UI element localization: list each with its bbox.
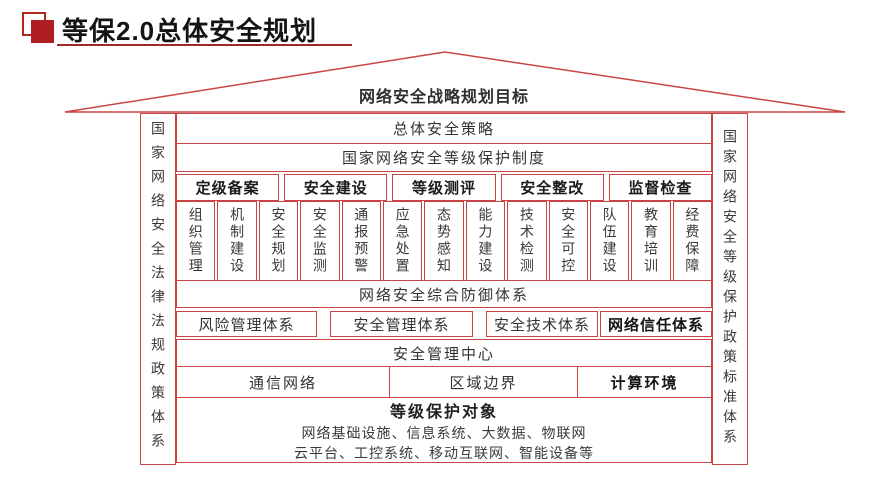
- right-wall-label: 国家网络安全等级保护政策标准体系: [722, 129, 738, 449]
- process-step-cell: 等级测评: [392, 174, 496, 201]
- capability-label: 能力建设: [477, 207, 494, 275]
- capability-label: 安全可控: [560, 207, 577, 275]
- matrix: 总体安全策略 国家网络安全等级保护制度 定级备案 安全建设 等级测评 安全整改 …: [176, 113, 713, 463]
- protected-objects-row: 等级保护对象 网络基础设施、信息系统、大数据、物联网 云平台、工控系统、移动互联…: [176, 397, 712, 463]
- capability-label: 机制建设: [229, 207, 246, 275]
- management-center-row: 安全管理中心: [176, 339, 712, 367]
- capability-cell: 态势感知: [424, 201, 464, 281]
- protection-system-row: 国家网络安全等级保护制度: [176, 143, 712, 172]
- capability-cell: 技术检测: [507, 201, 547, 281]
- capability-cell: 安全可控: [548, 201, 588, 281]
- protected-objects-line2: 云平台、工控系统、移动互联网、智能设备等: [294, 444, 594, 461]
- subsystem-cell: 网络信任体系: [600, 311, 712, 337]
- capability-label: 安全规划: [270, 207, 287, 275]
- capability-cell: 教育培训: [631, 201, 671, 281]
- capability-label: 态势感知: [436, 207, 453, 275]
- environment-cell: 区域边界: [389, 366, 577, 398]
- capability-label: 技术检测: [518, 207, 535, 275]
- title-underline: [57, 44, 352, 46]
- capability-cell: 机制建设: [217, 201, 257, 281]
- capability-cell: 安全监测: [300, 201, 340, 281]
- capability-cell: 组织管理: [176, 201, 216, 281]
- capability-cell: 应急处置: [382, 201, 423, 281]
- left-wall-label: 国家网络安全法律法规政策体系: [150, 121, 166, 457]
- subsystem-cell: 风险管理体系: [176, 311, 317, 337]
- capability-cell: 队伍建设: [589, 201, 630, 281]
- process-step-cell: 定级备案: [176, 174, 280, 201]
- process-step-cell: 监督检查: [608, 174, 713, 201]
- process-step-cell: 安全整改: [500, 174, 604, 201]
- page-title: 等保2.0总体安全规划: [62, 16, 318, 46]
- right-wall-standard-system: 国家网络安全等级保护政策标准体系: [712, 113, 748, 465]
- process-step-cell: 安全建设: [284, 174, 388, 201]
- overall-strategy-row: 总体安全策略: [176, 113, 712, 144]
- title-square-fill-icon: [31, 20, 54, 43]
- left-wall-legal-policy-system: 国家网络安全法律法规政策体系: [140, 113, 176, 465]
- capability-cell: 能力建设: [465, 201, 506, 281]
- defense-system-label: 网络安全综合防御体系: [358, 286, 529, 304]
- capabilities-row: 组织管理 机制建设 安全规划 安全监测 通报预警 应急处置 态势感知 能力建设 …: [176, 201, 713, 281]
- process-steps-row: 定级备案 安全建设 等级测评 安全整改 监督检查: [176, 174, 713, 201]
- environments-row: 通信网络 区域边界 计算环境: [176, 366, 712, 398]
- capability-cell: 经费保障: [672, 201, 713, 281]
- capability-label: 经费保障: [684, 207, 701, 275]
- capability-label: 队伍建设: [601, 207, 618, 275]
- capability-label: 安全监测: [311, 207, 328, 275]
- overall-strategy-label: 总体安全策略: [392, 121, 495, 138]
- environment-cell: 计算环境: [577, 366, 712, 398]
- subsystem-cell: 安全技术体系: [486, 311, 598, 337]
- capability-label: 教育培训: [642, 207, 659, 275]
- capability-label: 组织管理: [187, 207, 204, 275]
- protected-objects-line1: 网络基础设施、信息系统、大数据、物联网: [301, 424, 587, 441]
- subsystem-cell: 安全管理体系: [330, 311, 473, 337]
- subsystems-row: 风险管理体系 安全管理体系 安全技术体系 网络信任体系: [176, 311, 712, 337]
- capability-cell: 通报预警: [341, 201, 381, 281]
- protection-system-label: 国家网络安全等级保护制度: [341, 150, 546, 167]
- capability-label: 通报预警: [353, 207, 370, 275]
- defense-system-row: 网络安全综合防御体系: [176, 280, 712, 308]
- capability-label: 应急处置: [394, 207, 411, 275]
- protected-objects-title: 等级保护对象: [389, 403, 498, 421]
- capability-cell: 安全规划: [258, 201, 299, 281]
- management-center-label: 安全管理中心: [392, 345, 495, 363]
- roof-triangle: [64, 51, 846, 113]
- roof-goal-label: 网络安全战略规划目标: [358, 89, 529, 106]
- environment-cell: 通信网络: [176, 366, 389, 398]
